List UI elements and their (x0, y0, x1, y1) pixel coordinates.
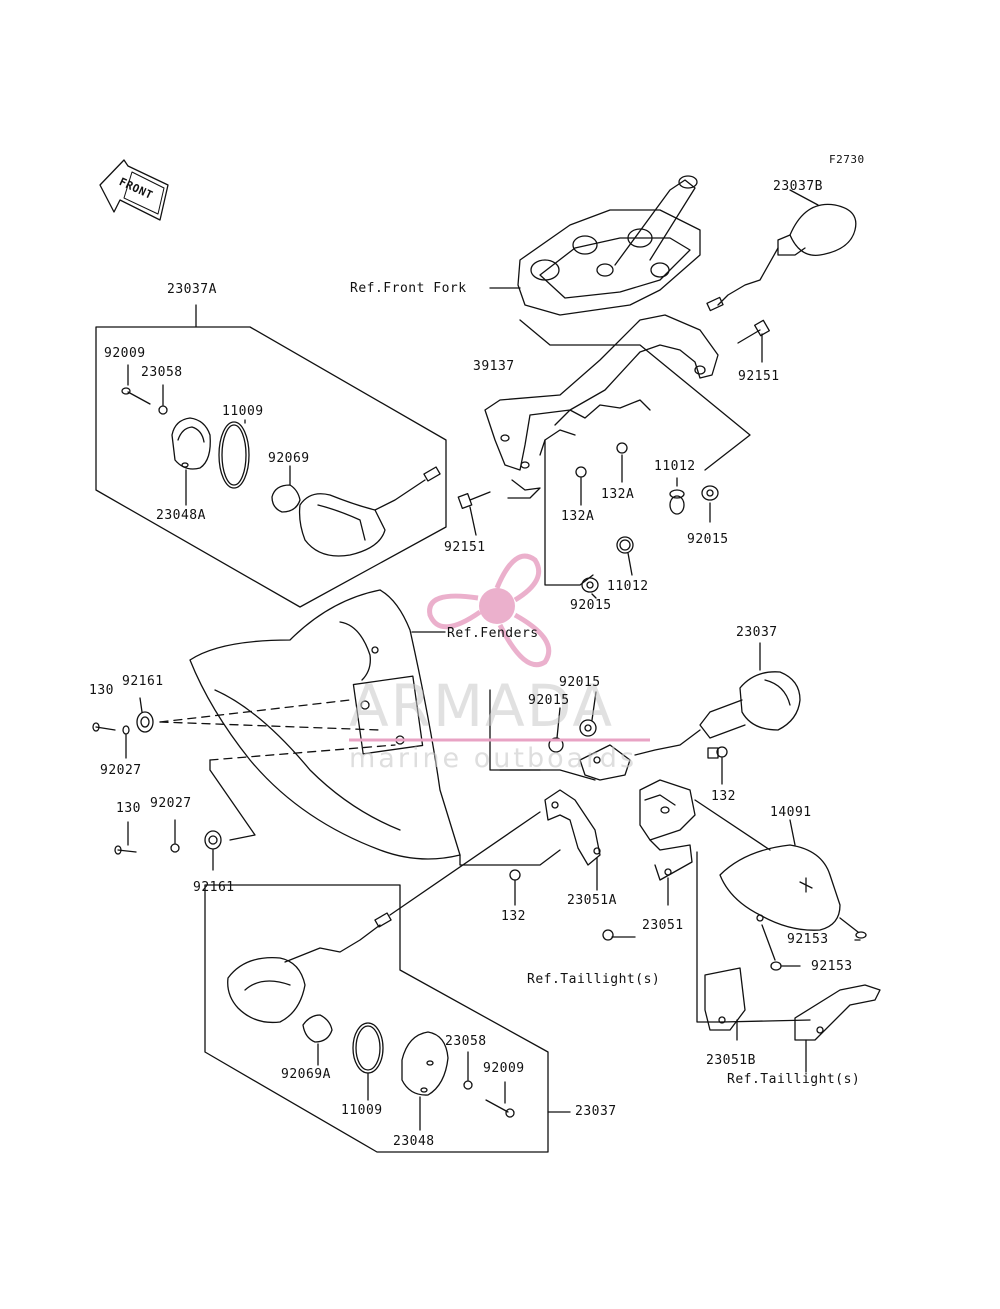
nut-ref-taillight-icon (602, 929, 614, 941)
label-132a-right: 132A (601, 487, 635, 502)
turn-signal-housing-bottom-icon (227, 912, 392, 1024)
turn-signal-housing-left-icon (298, 466, 441, 557)
label-92027-bot: 92027 (150, 796, 192, 811)
callout-box-23037 (204, 884, 571, 1153)
label-92153-a: 92153 (787, 932, 829, 947)
gasket-11009-top-icon (218, 421, 250, 489)
nut-92015-right-icon (701, 485, 719, 501)
label-23051: 23051 (642, 918, 684, 933)
grommet-92161-top-icon (136, 711, 154, 733)
label-132-right: 132 (711, 789, 736, 804)
bulb-92069a-icon (302, 1014, 333, 1043)
front-fork-bracket-icon (517, 175, 701, 316)
label-23037a: 23037A (167, 282, 217, 297)
front-arrow-icon (99, 159, 169, 221)
label-92069: 92069 (268, 451, 310, 466)
label-132-bot: 132 (501, 909, 526, 924)
label-92069a: 92069A (281, 1067, 331, 1082)
turn-signal-23037b-icon (706, 203, 857, 312)
label-11012-mid: 11012 (607, 579, 649, 594)
label-23048a: 23048A (156, 508, 206, 523)
bolt-130-top-icon (92, 722, 116, 732)
label-11009-top: 11009 (222, 404, 264, 419)
nut-92015-b-icon (579, 719, 597, 737)
label-92151-right: 92151 (738, 369, 780, 384)
collar-11012-icon (669, 489, 685, 515)
label-130-bot: 130 (116, 801, 141, 816)
label-23051a: 23051A (567, 893, 617, 908)
washer-23058-bot-icon (463, 1080, 473, 1090)
assembly-dashed-lines (159, 699, 396, 761)
label-92015-a: 92015 (559, 675, 601, 690)
label-92161-top: 92161 (122, 674, 164, 689)
bolt-132-bot-icon (509, 869, 521, 881)
label-92015-mid: 92015 (570, 598, 612, 613)
washer-23058-top-icon (158, 405, 168, 415)
label-92009-top: 92009 (104, 346, 146, 361)
label-23048: 23048 (393, 1134, 435, 1149)
label-92015-b: 92015 (528, 693, 570, 708)
cover-14091-icon (719, 844, 841, 931)
label-92027-top: 92027 (100, 763, 142, 778)
nut-92015-mid-icon (581, 577, 599, 593)
washer-92027-bot-icon (170, 843, 180, 853)
screw-92153-a-icon (839, 917, 867, 939)
label-23037: 23037 (736, 625, 778, 640)
collar-11012-mid-icon (616, 536, 634, 554)
rear-fender-icon (189, 589, 461, 860)
screw-92009-top-icon (121, 387, 151, 405)
grommet-92161-bot-icon (204, 830, 222, 850)
label-ref-fenders: Ref.Fenders (447, 626, 539, 641)
screw-92009-bot-icon (485, 1099, 515, 1118)
label-ref-taillight-1: Ref.Taillight(s) (527, 972, 661, 987)
nut-92015-a-icon (548, 737, 564, 753)
bracket-39137-icon (484, 314, 719, 499)
screw-92153-b-icon (770, 961, 782, 971)
turn-signal-23037-icon (634, 671, 801, 759)
label-23037b: 23037B (773, 179, 823, 194)
label-92161-bot: 92161 (193, 880, 235, 895)
figure-code: F2730 (829, 153, 865, 166)
label-11009-bot: 11009 (341, 1103, 383, 1118)
watermark-tagline: marine outboards (349, 743, 638, 774)
label-23058-bot: 23058 (445, 1034, 487, 1049)
bolt-92151-left-icon (457, 491, 491, 509)
lens-23048-icon (401, 1031, 449, 1096)
bolt-130-bot-icon (114, 845, 137, 855)
license-bracket-icon (794, 984, 881, 1041)
label-ref-taillight-2: Ref.Taillight(s) (727, 1072, 861, 1087)
label-23051b: 23051B (706, 1053, 756, 1068)
label-23058-top: 23058 (141, 365, 183, 380)
label-130-top: 130 (89, 683, 114, 698)
washer-92027-top-icon (122, 725, 130, 735)
bracket-23051-icon (639, 779, 696, 881)
bolt-92151-right-icon (737, 319, 770, 344)
label-11012-right: 11012 (654, 459, 696, 474)
bracket-23051a-icon (544, 744, 631, 866)
label-14091: 14091 (770, 805, 812, 820)
label-92009-bot: 92009 (483, 1061, 525, 1076)
label-92015-right: 92015 (687, 532, 729, 547)
label-92153-b: 92153 (811, 959, 853, 974)
label-39137: 39137 (473, 359, 515, 374)
label-92151-left: 92151 (444, 540, 486, 555)
armada-propeller-logo-icon (427, 553, 552, 668)
bolt-132-right-icon (716, 746, 728, 758)
label-132a-left: 132A (561, 509, 595, 524)
nut-132a-icon (575, 442, 628, 478)
label-ref-front-fork: Ref.Front Fork (350, 281, 467, 296)
lens-23048a-icon (171, 417, 211, 470)
bulb-92069-icon (271, 484, 301, 513)
callout-box-23037a (95, 304, 447, 608)
label-23037-bot: 23037 (575, 1104, 617, 1119)
gasket-11009-bot-icon (352, 1022, 384, 1074)
watermark-brand: ARMADA (349, 672, 615, 740)
bracket-23051b-icon (704, 967, 746, 1031)
